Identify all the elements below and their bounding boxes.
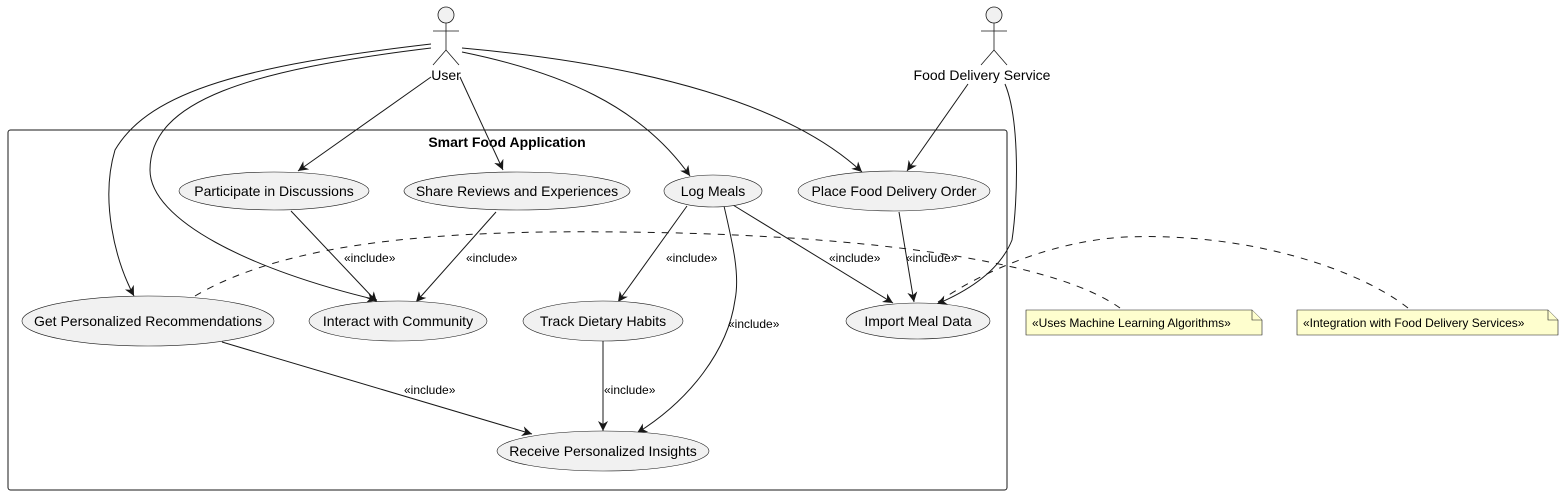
edge-recommendations-insights: [221, 341, 533, 436]
use-case-label: Receive Personalized Insights: [509, 443, 697, 459]
note-connector-delivery-integration: [937, 236, 1409, 309]
edge-share-community: [415, 211, 497, 303]
actor-food-delivery-service-label: Food Delivery Service: [914, 67, 1051, 83]
use-case-label: Place Food Delivery Order: [812, 183, 977, 199]
edge-participate-community: [290, 210, 378, 303]
actor-user-label: User: [431, 67, 461, 83]
actor-food-delivery-service[interactable]: Food Delivery Service: [914, 6, 1051, 83]
edge-log-import: [732, 204, 894, 304]
use-case-log-meals[interactable]: Log Meals: [663, 174, 763, 208]
note-connectors: [194, 231, 1409, 309]
use-case-label: Import Meal Data: [864, 313, 972, 329]
note-connector-machine-learning: [194, 231, 1121, 309]
use-case-get-personalized-recommendations[interactable]: Get Personalized Recommendations: [21, 295, 275, 347]
actor-associations: [108, 43, 1017, 305]
use-case-share-reviews[interactable]: Share Reviews and Experiences: [403, 171, 631, 211]
use-case-label: Log Meals: [681, 183, 746, 199]
include-label: «include»: [906, 251, 958, 265]
use-case-label: Share Reviews and Experiences: [416, 183, 618, 199]
edge-user-log-meals: [461, 51, 691, 177]
edge-user-share-reviews: [459, 76, 504, 171]
edge-user-recommendations: [108, 43, 432, 297]
include-label: «include»: [829, 251, 881, 265]
edge-user-community: [149, 47, 432, 303]
use-case-track-dietary-habits[interactable]: Track Dietary Habits: [522, 300, 684, 342]
use-case-import-meal-data[interactable]: Import Meal Data: [845, 302, 991, 340]
use-case-participate-in-discussions[interactable]: Participate in Discussions: [178, 171, 370, 211]
edge-log-track: [617, 205, 688, 303]
use-case-label: Participate in Discussions: [194, 183, 354, 199]
include-label: «include»: [666, 251, 718, 265]
edge-service-place-order: [906, 83, 969, 172]
edge-service-import-data: [936, 83, 1017, 305]
edge-log-insights: [636, 205, 738, 434]
system-title: Smart Food Application: [428, 134, 585, 150]
note-delivery-integration-text: «Integration with Food Delivery Services…: [1303, 316, 1525, 330]
use-case-label: Get Personalized Recommendations: [34, 313, 262, 329]
edge-place-import: [898, 211, 918, 303]
use-case-label: Track Dietary Habits: [540, 313, 666, 329]
use-case-interact-with-community[interactable]: Interact with Community: [308, 300, 488, 342]
actor-user[interactable]: User: [431, 6, 461, 83]
note-delivery-integration: «Integration with Food Delivery Services…: [1296, 309, 1559, 336]
edge-user-participate: [297, 76, 432, 172]
use-case-place-food-delivery-order[interactable]: Place Food Delivery Order: [797, 170, 991, 212]
include-label: «include»: [404, 383, 456, 397]
include-label: «include»: [728, 317, 780, 331]
use-case-label: Interact with Community: [323, 313, 473, 329]
include-label: «include»: [604, 383, 656, 397]
note-machine-learning: «Uses Machine Learning Algorithms»: [1025, 309, 1263, 336]
include-label: «include»: [344, 251, 396, 265]
use-case-receive-personalized-insights[interactable]: Receive Personalized Insights: [496, 430, 710, 472]
edge-user-place-order: [461, 47, 863, 173]
note-machine-learning-text: «Uses Machine Learning Algorithms»: [1032, 316, 1231, 330]
include-relations: «include» «include» «include» «include» …: [221, 204, 958, 436]
include-label: «include»: [466, 251, 518, 265]
